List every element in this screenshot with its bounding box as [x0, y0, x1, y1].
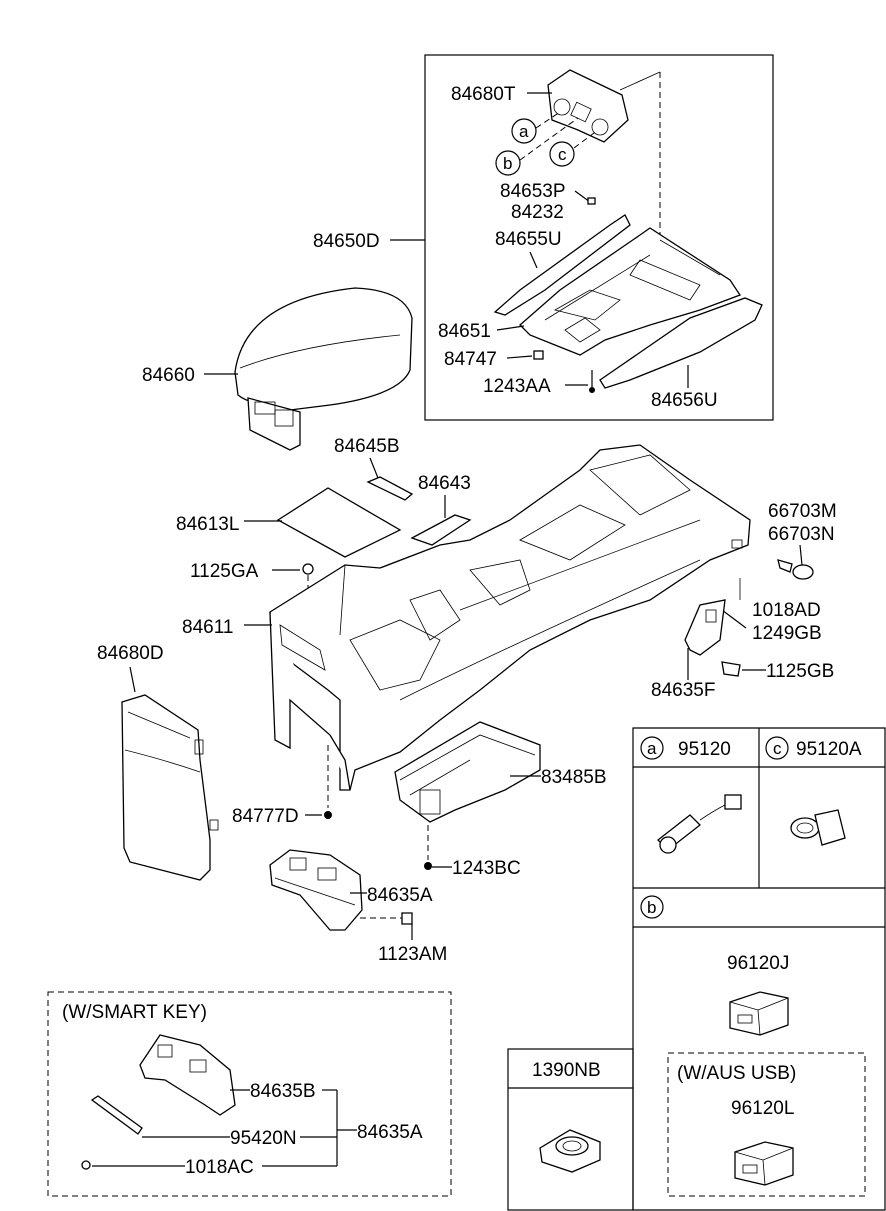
callout-c-circle [549, 141, 575, 167]
storage-box-83485B [394, 721, 541, 823]
legend-table [507, 727, 886, 1211]
legend-c-part: 95120A [796, 739, 862, 760]
callout-b: b [503, 154, 512, 173]
label-83485B: 83485B [541, 767, 607, 788]
clip-1018AD [777, 559, 793, 573]
legend-c-letter: c [773, 739, 782, 758]
label-84232: 84232 [511, 202, 564, 223]
label-1125GA: 1125GA [190, 561, 259, 582]
main-console-84611 [269, 444, 751, 791]
smart-key-1018AC: 1018AC [185, 1157, 254, 1178]
label-1018AD: 1018AD [752, 600, 821, 621]
label-84645B: 84645B [334, 436, 400, 457]
label-84747: 84747 [444, 349, 497, 370]
label-84643: 84643 [418, 473, 471, 494]
callout-a: a [519, 122, 529, 141]
upper-console-84651 [493, 214, 741, 356]
legend-b-circle [640, 895, 664, 919]
clip-84747 [533, 350, 544, 360]
mat-84613L [276, 487, 402, 558]
legend-aus-part: 96120L [731, 1098, 794, 1119]
label-84777D: 84777D [232, 806, 299, 827]
bracket-84635F [684, 599, 726, 656]
screw-84777D [324, 811, 332, 819]
callout-c: c [558, 145, 567, 164]
label-66703N: 66703N [768, 524, 835, 545]
armrest-84660 [234, 287, 413, 451]
label-1123AM: 1123AM [378, 944, 447, 965]
clip-84653P [587, 197, 596, 205]
smart-key-84635B: 84635B [250, 1081, 316, 1102]
label-84660: 84660 [142, 365, 195, 386]
screw-1123AM [401, 912, 413, 925]
legend-a-letter: a [647, 739, 657, 758]
upper-console-inset-box [424, 54, 774, 421]
usb-switch-96120J [729, 991, 789, 1036]
bezel-84680T [547, 69, 629, 143]
bracket-84635A [269, 849, 363, 931]
usb-switch-96120L [734, 1141, 794, 1186]
label-84680T: 84680T [451, 84, 516, 105]
label-1125GB: 1125GB [766, 661, 834, 682]
legend-nb-part: 1390NB [532, 1060, 601, 1081]
cap-66703M [792, 564, 814, 580]
screw-1243BC [424, 862, 432, 870]
bracket-84645B [366, 476, 414, 501]
label-1243AA: 1243AA [483, 376, 551, 397]
smart-key-inset-box [47, 991, 452, 1197]
label-1249GB: 1249GB [752, 623, 822, 644]
screw-1243AA [589, 387, 595, 393]
legend-a-part: 95120 [678, 739, 731, 760]
smart-key-bracket [81, 1034, 236, 1170]
label-84650D: 84650D [313, 231, 380, 252]
label-1243BC: 1243BC [452, 858, 521, 879]
side-panel-84656U [599, 297, 763, 389]
label-66703M: 66703M [768, 501, 837, 522]
smart-key-84635A: 84635A [357, 1122, 423, 1143]
callout-b-circle [495, 150, 521, 176]
label-84655U: 84655U [495, 229, 562, 250]
rear-cover-84680D [121, 694, 219, 881]
bolt-1125GB [721, 661, 741, 677]
legend-aus-title: (W/AUS USB) [677, 1063, 796, 1084]
label-84653P: 84653P [500, 181, 566, 202]
label-84611: 84611 [182, 617, 233, 638]
label-84656U: 84656U [651, 390, 718, 411]
legend-a-circle [640, 736, 664, 760]
label-84680D: 84680D [97, 643, 164, 664]
ring-1390NB [539, 1129, 601, 1173]
socket-95120 [657, 794, 742, 854]
socket-95120A [790, 809, 846, 846]
cover-84643 [410, 514, 472, 546]
legend-c-circle [765, 736, 789, 760]
callout-a-circle [511, 118, 537, 144]
label-84635A: 84635A [367, 885, 433, 906]
legend-b-letter: b [647, 898, 656, 917]
label-84613L: 84613L [176, 514, 239, 535]
legend-b-part: 96120J [727, 953, 789, 974]
label-84635F: 84635F [651, 680, 715, 701]
label-84651: 84651 [438, 321, 491, 342]
smart-key-95420N: 95420N [230, 1128, 297, 1149]
smart-key-title: (W/SMART KEY) [62, 1002, 207, 1023]
screw-1125GA [302, 563, 314, 575]
